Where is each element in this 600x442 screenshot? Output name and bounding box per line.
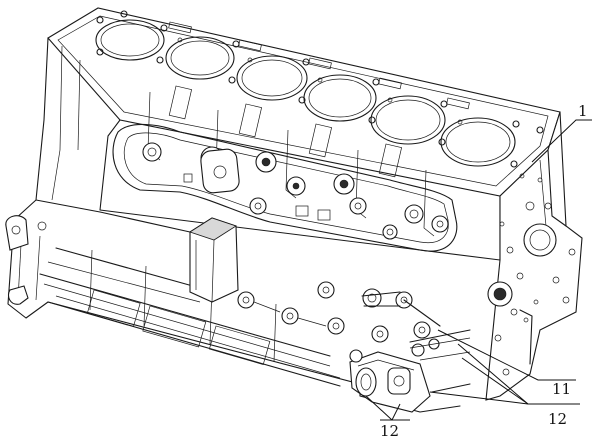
crankcase-skirt — [5, 199, 461, 413]
part-label-12-left: 12 — [380, 422, 399, 438]
part-label-1: 1 — [578, 102, 588, 120]
part-labels: 1 11 12 12 — [380, 102, 588, 440]
cylinder-bore — [236, 55, 308, 101]
leader-line-1 — [531, 119, 592, 163]
leader-line-12-right-c — [429, 391, 580, 405]
cylinder-bore — [95, 19, 165, 61]
leader-line-12-left-a — [365, 395, 393, 421]
part-label-11: 11 — [552, 380, 571, 398]
cylinder-bore — [440, 117, 516, 167]
leader-line-12-left-b — [391, 403, 401, 421]
deck-slots — [168, 21, 470, 110]
part-label-12-right: 12 — [548, 410, 567, 428]
piston-cooling-nozzle-assembly — [349, 329, 471, 413]
block-end-face — [485, 111, 583, 401]
leader-line-12-right-b — [461, 357, 529, 405]
leader-line-12-right-a — [457, 343, 529, 405]
leader-line-11 — [437, 329, 576, 381]
oil-gallery-bosses — [237, 281, 441, 343]
cylinder-bore — [370, 95, 446, 145]
cylinder-bore — [165, 36, 235, 80]
side-cover-flange — [112, 123, 458, 252]
flange-bosses — [142, 142, 449, 240]
oil-pad-tower — [189, 217, 239, 303]
leader-lines — [365, 119, 592, 421]
